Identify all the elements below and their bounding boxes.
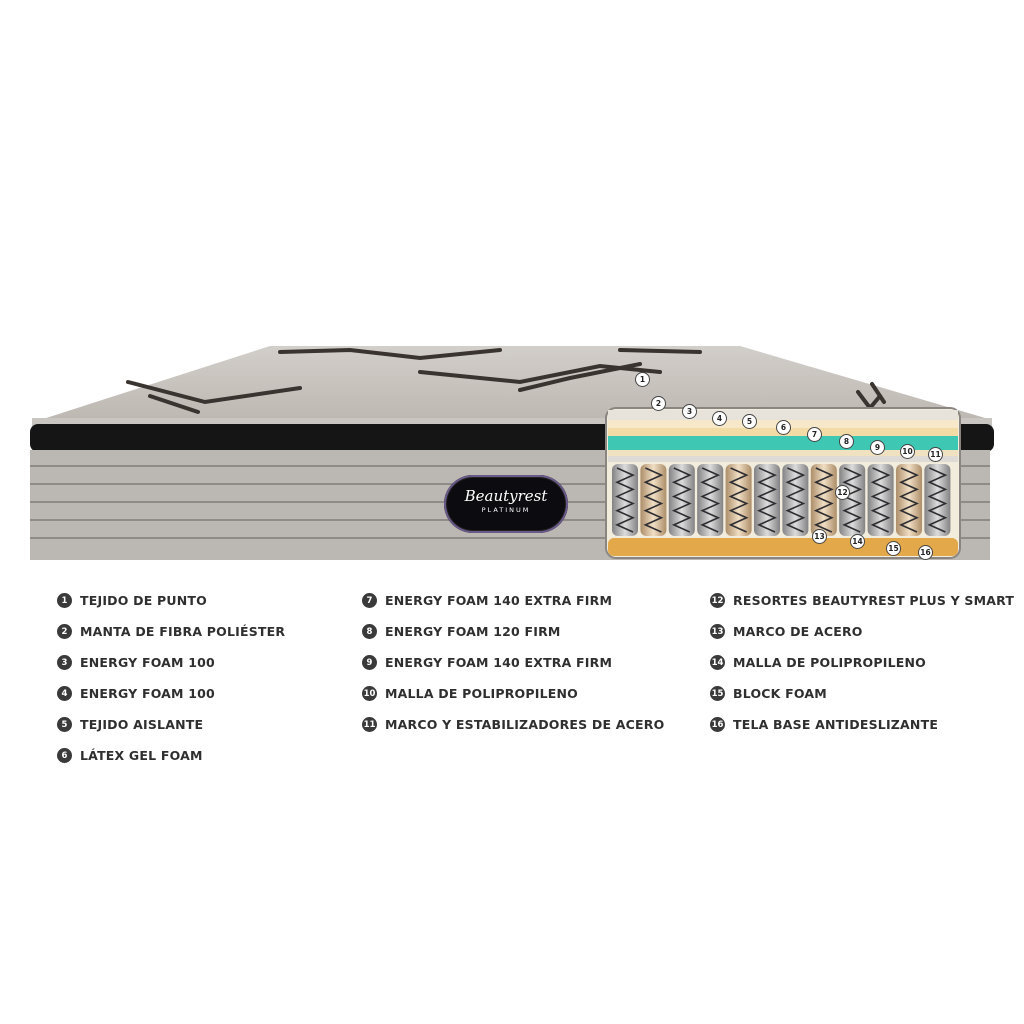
callout-13: 13 bbox=[812, 529, 827, 544]
callout-5: 5 bbox=[742, 414, 757, 429]
legend-badge: 10 bbox=[362, 686, 377, 701]
legend-badge: 5 bbox=[57, 717, 72, 732]
legend-column-1: 1 TEJIDO DE PUNTO 2 MANTA DE FIBRA POLIÉST… bbox=[57, 585, 285, 771]
legend-item: 15 BLOCK FOAM bbox=[710, 678, 1014, 709]
callout-9: 9 bbox=[870, 440, 885, 455]
legend-column-3: 12 RESORTES BEAUTYREST PLUS Y SMART 13 MAR… bbox=[710, 585, 1014, 740]
coil-spring bbox=[924, 464, 951, 536]
coil-spring bbox=[839, 464, 866, 536]
callout-4: 4 bbox=[712, 411, 727, 426]
legend-badge: 8 bbox=[362, 624, 377, 639]
coil-spring bbox=[612, 464, 638, 536]
legend-badge: 3 bbox=[57, 655, 72, 670]
coil-spring bbox=[867, 464, 894, 536]
legend-badge: 2 bbox=[57, 624, 72, 639]
legend-badge: 11 bbox=[362, 717, 377, 732]
legend-label: ENERGY FOAM 120 FIRM bbox=[385, 624, 561, 639]
legend-badge: 4 bbox=[57, 686, 72, 701]
legend-item: 5 TEJIDO AISLANTE bbox=[57, 709, 285, 740]
legend-item: 4 ENERGY FOAM 100 bbox=[57, 678, 285, 709]
callout-16: 16 bbox=[918, 545, 933, 560]
legend-item: 8 ENERGY FOAM 120 FIRM bbox=[362, 616, 664, 647]
legend-label: BLOCK FOAM bbox=[733, 686, 827, 701]
coil-spring bbox=[668, 464, 695, 536]
legend-badge: 1 bbox=[57, 593, 72, 608]
legend-label: LÁTEX GEL FOAM bbox=[80, 748, 203, 763]
coil-springs bbox=[612, 464, 951, 536]
legend-item: 2 MANTA DE FIBRA POLIÉSTER bbox=[57, 616, 285, 647]
brand-name: Beautyrest bbox=[464, 487, 548, 505]
callout-7: 7 bbox=[807, 427, 822, 442]
legend-item: 9 ENERGY FOAM 140 EXTRA FIRM bbox=[362, 647, 664, 678]
callout-6: 6 bbox=[776, 420, 791, 435]
coil-spring bbox=[810, 464, 837, 536]
legend-item: 13 MARCO DE ACERO bbox=[710, 616, 1014, 647]
coil-spring bbox=[896, 464, 922, 536]
callout-12: 12 bbox=[835, 485, 850, 500]
legend-label: ENERGY FOAM 140 EXTRA FIRM bbox=[385, 593, 613, 608]
legend-label: TEJIDO DE PUNTO bbox=[80, 593, 207, 608]
quilt-stitching bbox=[126, 347, 886, 414]
legend-label: ENERGY FOAM 100 bbox=[80, 655, 215, 670]
legend-badge: 13 bbox=[710, 624, 725, 639]
callout-11: 11 bbox=[928, 447, 943, 462]
legend-label: TELA BASE ANTIDESLIZANTE bbox=[733, 717, 939, 732]
legend-item: 10 MALLA DE POLIPROPILENO bbox=[362, 678, 664, 709]
callout-1: 1 bbox=[635, 372, 650, 387]
legend-label: TEJIDO AISLANTE bbox=[80, 717, 204, 732]
legend-label: MANTA DE FIBRA POLIÉSTER bbox=[80, 624, 286, 639]
callout-10: 10 bbox=[900, 444, 915, 459]
top-front-edge bbox=[32, 418, 992, 428]
callout-8: 8 bbox=[839, 434, 854, 449]
legend-badge: 9 bbox=[362, 655, 377, 670]
legend-item: 6 LÁTEX GEL FOAM bbox=[57, 740, 285, 771]
legend-badge: 6 bbox=[57, 748, 72, 763]
coil-spring bbox=[754, 464, 780, 536]
callout-2: 2 bbox=[651, 396, 666, 411]
legend-item: 7 ENERGY FOAM 140 EXTRA FIRM bbox=[362, 585, 664, 616]
legend-item: 3 ENERGY FOAM 100 bbox=[57, 647, 285, 678]
legend-label: RESORTES BEAUTYREST PLUS Y SMART bbox=[733, 593, 1015, 608]
legend-label: ENERGY FOAM 140 EXTRA FIRM bbox=[385, 655, 613, 670]
legend-badge: 15 bbox=[710, 686, 725, 701]
legend-badge: 16 bbox=[710, 717, 725, 732]
brand-sub: PLATINUM bbox=[481, 506, 531, 514]
legend-item: 11 MARCO Y ESTABILIZADORES DE ACERO bbox=[362, 709, 664, 740]
brand-logo: Beautyrest PLATINUM bbox=[444, 475, 568, 533]
legend-label: MARCO DE ACERO bbox=[733, 624, 863, 639]
legend-item: 12 RESORTES BEAUTYREST PLUS Y SMART bbox=[710, 585, 1014, 616]
legend-item: 16 TELA BASE ANTIDESLIZANTE bbox=[710, 709, 1014, 740]
coil-spring bbox=[697, 464, 724, 536]
legend-badge: 14 bbox=[710, 655, 725, 670]
legend-label: MALLA DE POLIPROPILENO bbox=[733, 655, 926, 670]
legend-badge: 12 bbox=[710, 593, 725, 608]
legend-badge: 7 bbox=[362, 593, 377, 608]
legend-label: MALLA DE POLIPROPILENO bbox=[385, 686, 578, 701]
callout-14: 14 bbox=[850, 534, 865, 549]
legend-item: 14 MALLA DE POLIPROPILENO bbox=[710, 647, 1014, 678]
legend-label: ENERGY FOAM 100 bbox=[80, 686, 215, 701]
legend-item: 1 TEJIDO DE PUNTO bbox=[57, 585, 285, 616]
callout-3: 3 bbox=[682, 404, 697, 419]
legend-label: MARCO Y ESTABILIZADORES DE ACERO bbox=[385, 717, 665, 732]
coil-spring bbox=[640, 464, 667, 536]
coil-spring bbox=[782, 464, 809, 536]
callout-15: 15 bbox=[886, 541, 901, 556]
coil-spring bbox=[725, 464, 752, 536]
